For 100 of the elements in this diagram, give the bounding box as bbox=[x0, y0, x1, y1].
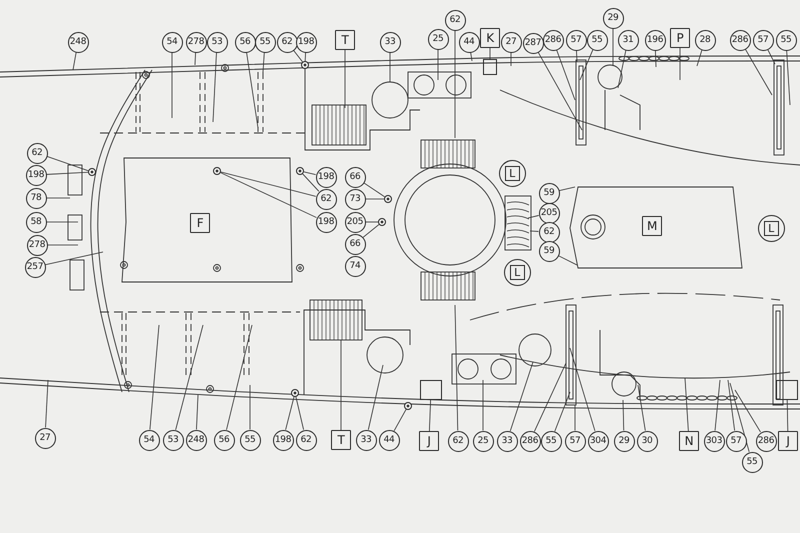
deck-fitting bbox=[291, 389, 299, 397]
callout-number: 198 bbox=[296, 32, 316, 52]
callout-number: 55 bbox=[540, 430, 562, 452]
leader-line bbox=[46, 172, 88, 175]
leader-line bbox=[696, 50, 702, 66]
leader-line bbox=[344, 50, 346, 108]
leader-line bbox=[728, 380, 736, 431]
callout-number: 59 bbox=[538, 240, 560, 262]
leader-line bbox=[246, 52, 258, 128]
callout-number: 58 bbox=[26, 212, 46, 232]
leader-line bbox=[554, 392, 570, 432]
callout-number: 57 bbox=[752, 30, 774, 50]
callout-letter: N bbox=[679, 431, 699, 451]
callout-letter: F bbox=[190, 213, 210, 233]
leader-line bbox=[429, 400, 431, 432]
leader-line bbox=[618, 50, 626, 88]
callout-letter: L bbox=[764, 220, 778, 236]
callout-number: 287 bbox=[522, 32, 544, 54]
leader-line bbox=[340, 340, 342, 430]
callout-letter: L bbox=[504, 166, 520, 180]
leader-line bbox=[226, 324, 252, 430]
leader-line bbox=[580, 49, 594, 80]
callout-number: 278 bbox=[186, 32, 206, 52]
leader-line bbox=[734, 390, 761, 432]
callout-number: 53 bbox=[206, 32, 228, 52]
callout-number: 74 bbox=[344, 256, 366, 276]
callout-number: 286 bbox=[542, 30, 564, 50]
deck-fitting bbox=[301, 61, 309, 69]
callout-number: 53 bbox=[162, 430, 184, 450]
callout-ring bbox=[758, 214, 784, 242]
deck-box bbox=[776, 380, 798, 400]
leader-line bbox=[454, 304, 458, 431]
leader-line bbox=[46, 156, 89, 172]
leader-line bbox=[482, 380, 484, 431]
callout-number: 286 bbox=[520, 430, 540, 452]
callout-number: 205 bbox=[344, 212, 366, 232]
callout-number: 33 bbox=[356, 430, 376, 450]
leader-line bbox=[45, 380, 48, 428]
callout-number: 27 bbox=[500, 32, 522, 52]
leader-line bbox=[714, 380, 720, 431]
callout-number: 33 bbox=[496, 430, 518, 452]
leader-line bbox=[558, 186, 576, 192]
callout-number: 66 bbox=[344, 166, 366, 188]
callout-number: 28 bbox=[694, 30, 716, 50]
callout-number: 66 bbox=[344, 234, 366, 254]
leader-line bbox=[44, 252, 104, 266]
leader-line bbox=[72, 52, 77, 70]
callout-number: 198 bbox=[316, 212, 336, 232]
leader-line bbox=[767, 49, 776, 64]
callout-number: 55 bbox=[586, 30, 608, 50]
callout-number: 55 bbox=[240, 430, 260, 450]
leader-line bbox=[47, 244, 78, 246]
callout-number: 73 bbox=[344, 188, 366, 210]
callout-letter: T bbox=[335, 30, 355, 50]
callout-ring bbox=[498, 160, 526, 186]
callout-ring bbox=[504, 258, 530, 286]
callout-number: 248 bbox=[68, 32, 88, 52]
leader-line bbox=[612, 28, 614, 66]
leader-line bbox=[304, 172, 316, 176]
callout-number: 30 bbox=[636, 430, 658, 452]
leader-line bbox=[530, 230, 539, 232]
callout-letter: M bbox=[642, 216, 662, 236]
leader-line bbox=[262, 52, 265, 72]
leader-line bbox=[296, 396, 304, 430]
callout-number: 55 bbox=[254, 32, 276, 52]
callout-number: 78 bbox=[26, 188, 46, 208]
callout-number: 33 bbox=[380, 32, 400, 52]
callout-letter: T bbox=[331, 430, 351, 450]
leader-line bbox=[558, 255, 578, 266]
deck-box bbox=[420, 380, 442, 400]
callout-number: 31 bbox=[618, 30, 638, 50]
callout-number: 59 bbox=[538, 182, 560, 204]
callout-number: 44 bbox=[378, 430, 400, 450]
callout-number: 62 bbox=[444, 10, 466, 30]
deck-fitting bbox=[384, 195, 392, 203]
leader-line bbox=[786, 50, 790, 106]
deck-fitting bbox=[213, 167, 221, 175]
callout-number: 196 bbox=[644, 30, 666, 50]
deck-fitting bbox=[404, 402, 412, 410]
leader-line bbox=[285, 396, 294, 430]
leader-line bbox=[638, 384, 646, 432]
leader-line bbox=[470, 52, 472, 62]
leader-line bbox=[196, 394, 198, 430]
callout-number: 286 bbox=[730, 30, 750, 50]
callout-letter: J bbox=[419, 431, 439, 451]
leader-line bbox=[220, 172, 317, 218]
callout-number: 57 bbox=[726, 430, 746, 452]
deck-fitting bbox=[296, 167, 304, 175]
leader-line bbox=[574, 404, 576, 431]
leader-line bbox=[194, 52, 196, 66]
callout-number: 56 bbox=[214, 430, 234, 450]
leader-line bbox=[730, 382, 750, 452]
leader-line bbox=[394, 409, 406, 432]
callout-number: 62 bbox=[296, 430, 316, 450]
leader-line bbox=[175, 324, 204, 430]
leader-line bbox=[655, 50, 656, 68]
callout-number: 198 bbox=[316, 166, 336, 188]
callout-number: 25 bbox=[472, 430, 494, 452]
callout-number: 56 bbox=[234, 32, 256, 52]
leader-line bbox=[622, 400, 624, 431]
